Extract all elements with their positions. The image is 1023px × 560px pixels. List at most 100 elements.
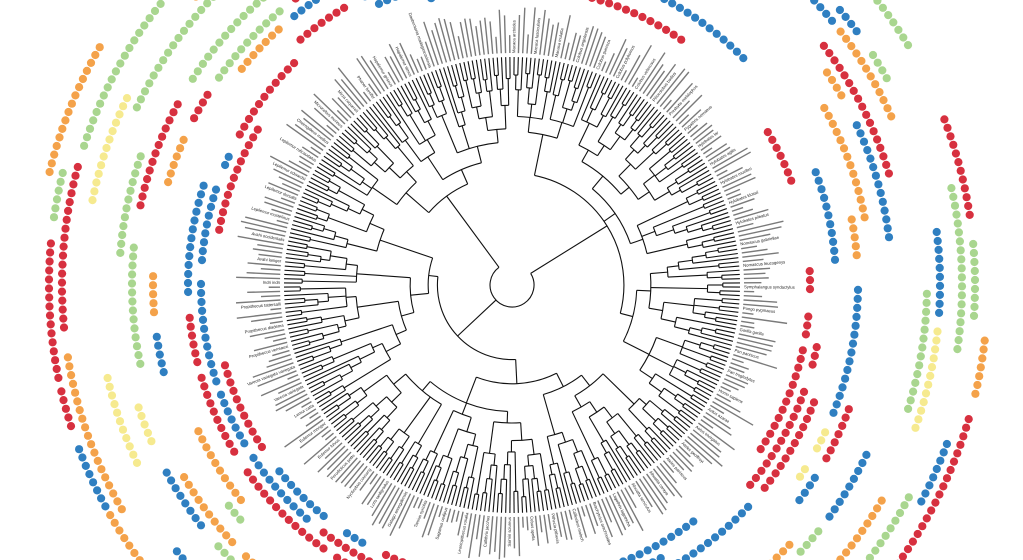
tip-label-placeholder [712, 401, 754, 426]
internal-branch [515, 359, 518, 384]
terminal-branch [646, 441, 662, 459]
trait-dot [243, 468, 252, 477]
terminal-branch [521, 496, 524, 513]
tip-label-placeholder [260, 268, 281, 271]
terminal-branch [333, 416, 347, 428]
tip-label: Nomascus gabriellae [740, 235, 780, 247]
tip-label-placeholder [457, 511, 464, 536]
internal-branch [620, 312, 633, 318]
terminal-branch [718, 248, 738, 253]
terminal-branch [713, 347, 730, 354]
tip-label: Propithecus tattersalli [241, 301, 281, 309]
trait-dot [895, 508, 905, 518]
clade-arc [359, 178, 365, 186]
tip-label-placeholder [310, 146, 321, 155]
trait-dot [949, 140, 958, 149]
trait-dot [194, 198, 203, 207]
trait-dot [303, 29, 312, 38]
trait-dot [847, 215, 856, 224]
clade-arc [415, 108, 421, 113]
internal-branch [590, 460, 600, 479]
trait-dot [825, 49, 834, 58]
trait-dot [842, 34, 851, 43]
trait-dot [252, 0, 261, 8]
trait-dot [64, 206, 73, 215]
trait-dot [871, 171, 881, 180]
clade-arc [321, 333, 325, 339]
trait-dot [822, 68, 832, 77]
tip-label-placeholder [417, 498, 423, 509]
trait-dot [169, 108, 178, 117]
clade-arc [591, 456, 599, 462]
trait-dot [89, 478, 98, 487]
internal-branch [597, 116, 614, 142]
terminal-branch [659, 432, 674, 447]
trait-dot [58, 124, 67, 133]
internal-branch [539, 453, 547, 491]
trait-dot [225, 59, 234, 68]
internal-branch [375, 396, 388, 407]
clade-arc [544, 90, 550, 93]
internal-branch [689, 198, 704, 206]
trait-dot [882, 215, 891, 224]
trait-dot [140, 420, 149, 429]
trait-dot [868, 511, 877, 521]
trait-dot [954, 158, 963, 167]
trait-dot [75, 406, 84, 415]
trait-dot [939, 448, 948, 457]
trait-dot [824, 111, 833, 120]
trait-dot [846, 161, 855, 170]
clade-arc [666, 187, 673, 196]
trait-dot [172, 152, 181, 161]
internal-branch [557, 444, 567, 473]
trait-dot [194, 495, 203, 504]
tip-label-placeholder [616, 491, 634, 524]
trait-dot [957, 264, 966, 273]
tip-label-placeholder [707, 146, 731, 162]
trait-dot [290, 12, 299, 21]
trait-dot [929, 473, 938, 482]
trait-dot [215, 38, 224, 47]
trait-dot [942, 439, 952, 449]
trait-dot [221, 199, 230, 208]
clade-arc [671, 226, 676, 234]
clade-arc [625, 455, 630, 459]
trait-dot [212, 377, 221, 386]
internal-branch [672, 211, 711, 227]
internal-branch [541, 91, 548, 120]
trait-dot [954, 336, 963, 345]
terminal-branch [459, 487, 465, 508]
clade-arc [651, 149, 657, 155]
trait-dot [918, 522, 927, 531]
internal-branch [603, 406, 613, 419]
trait-dot [92, 107, 101, 117]
internal-branch [656, 229, 674, 237]
trait-dot [169, 41, 178, 50]
terminal-branch [671, 138, 688, 153]
clade-arc [386, 396, 398, 408]
internal-branch [465, 80, 473, 108]
terminal-branch [314, 169, 331, 180]
terminal-branch [628, 96, 642, 114]
trait-dot [806, 406, 815, 415]
trait-dot [115, 417, 125, 426]
trait-dot [274, 25, 283, 34]
clade-arc [336, 404, 340, 409]
trait-dot [851, 321, 860, 330]
terminal-branch [336, 138, 352, 153]
trait-dot [126, 186, 135, 195]
tip-label-placeholder [285, 397, 310, 412]
tip-label-placeholder [733, 208, 754, 217]
clade-arc [696, 190, 699, 195]
clade-arc [571, 401, 591, 413]
trait-dot [908, 537, 918, 546]
trait-dot [106, 510, 115, 520]
terminal-branch [435, 483, 442, 500]
internal-branch [327, 217, 367, 233]
trait-dot [800, 465, 810, 474]
trait-dot [973, 380, 982, 390]
trait-dot [766, 476, 775, 485]
terminal-branch [701, 368, 721, 378]
trait-dot [970, 275, 980, 285]
trait-dot [45, 167, 54, 177]
